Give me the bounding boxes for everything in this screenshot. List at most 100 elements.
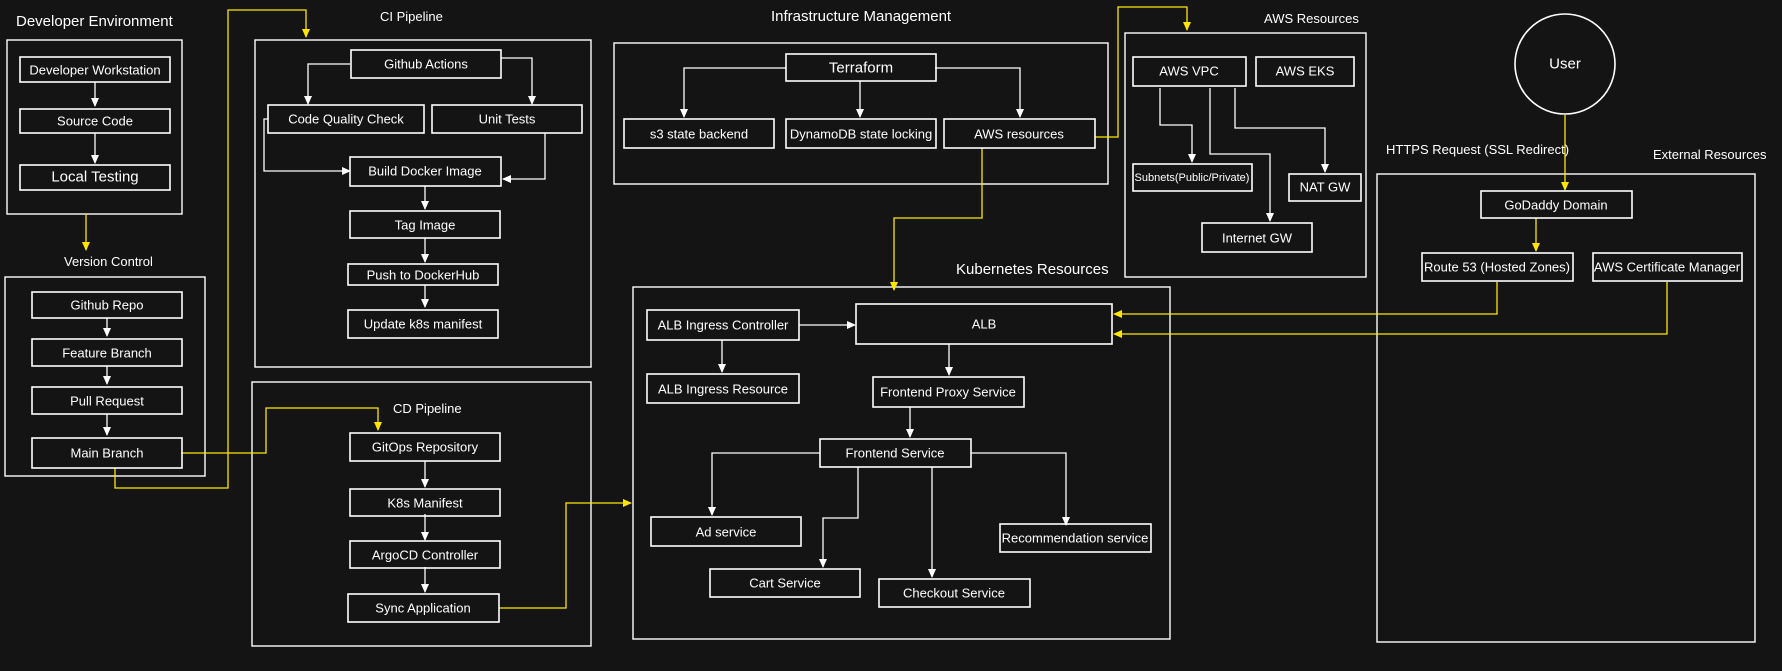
svg-text:Build Docker Image: Build Docker Image bbox=[368, 164, 481, 179]
svg-text:s3 state backend: s3 state backend bbox=[650, 127, 748, 142]
yellow-connectors bbox=[82, 6, 1668, 609]
node-internet-gw[interactable]: Internet GW bbox=[1201, 222, 1313, 253]
node-developer-workstation[interactable]: Developer Workstation bbox=[19, 56, 171, 83]
node-checkout-service[interactable]: Checkout Service bbox=[878, 578, 1031, 608]
svg-text:ALB Ingress Resource: ALB Ingress Resource bbox=[658, 382, 788, 397]
group-version-control: Version Control bbox=[4, 254, 206, 477]
svg-text:Terraform: Terraform bbox=[829, 60, 893, 77]
svg-text:GitOps Repository: GitOps Repository bbox=[372, 440, 479, 455]
node-argocd-controller[interactable]: ArgoCD Controller bbox=[349, 540, 501, 569]
node-gitops-repository[interactable]: GitOps Repository bbox=[349, 432, 501, 462]
svg-text:NAT GW: NAT GW bbox=[1300, 180, 1352, 195]
group-infrastructure-management: Infrastructure Management bbox=[613, 8, 1109, 185]
node-recommendation-service[interactable]: Recommendation service bbox=[999, 523, 1152, 553]
node-godaddy-domain[interactable]: GoDaddy Domain bbox=[1480, 190, 1633, 219]
node-nat-gw[interactable]: NAT GW bbox=[1288, 173, 1362, 202]
group-title-version-control: Version Control bbox=[64, 254, 153, 269]
svg-text:GoDaddy Domain: GoDaddy Domain bbox=[1504, 198, 1607, 213]
label-https-request: HTTPS Request (SSL Redirect) bbox=[1386, 142, 1569, 157]
svg-text:Route 53 (Hosted Zones): Route 53 (Hosted Zones) bbox=[1424, 260, 1570, 275]
node-route53[interactable]: Route 53 (Hosted Zones) bbox=[1421, 252, 1574, 282]
node-s3-state-backend[interactable]: s3 state backend bbox=[623, 118, 775, 149]
node-alb-ingress-resource[interactable]: ALB Ingress Resource bbox=[646, 373, 800, 404]
group-developer-environment: Developer Environment bbox=[6, 13, 183, 215]
group-external-resources: External Resources bbox=[1376, 147, 1767, 643]
node-alb[interactable]: ALB bbox=[855, 303, 1113, 345]
group-title-ci-pipeline: CI Pipeline bbox=[380, 9, 443, 24]
svg-text:Checkout Service: Checkout Service bbox=[903, 586, 1005, 601]
group-title-aws-resources: AWS Resources bbox=[1264, 11, 1359, 26]
node-cart-service[interactable]: Cart Service bbox=[709, 568, 861, 598]
node-terraform[interactable]: Terraform bbox=[785, 53, 937, 82]
node-alb-ingress-controller[interactable]: ALB Ingress Controller bbox=[646, 309, 800, 341]
svg-text:Code Quality Check: Code Quality Check bbox=[288, 112, 404, 127]
node-feature-branch[interactable]: Feature Branch bbox=[31, 338, 183, 367]
group-ci-pipeline: CI Pipeline bbox=[254, 9, 592, 368]
svg-text:Local Testing: Local Testing bbox=[51, 169, 138, 186]
svg-text:Feature Branch: Feature Branch bbox=[62, 346, 152, 361]
svg-text:ArgoCD Controller: ArgoCD Controller bbox=[372, 548, 479, 563]
group-title-developer-environment: Developer Environment bbox=[16, 13, 174, 30]
node-frontend-service[interactable]: Frontend Service bbox=[819, 438, 972, 468]
node-push-to-dockerhub[interactable]: Push to DockerHub bbox=[347, 263, 499, 286]
node-user[interactable]: User bbox=[1514, 13, 1616, 115]
svg-text:AWS EKS: AWS EKS bbox=[1276, 64, 1335, 79]
node-code-quality-check[interactable]: Code Quality Check bbox=[267, 104, 425, 134]
svg-text:Github Repo: Github Repo bbox=[71, 298, 144, 313]
node-github-repo[interactable]: Github Repo bbox=[31, 291, 183, 319]
svg-text:Recommendation service: Recommendation service bbox=[1002, 531, 1149, 546]
svg-text:Frontend Service: Frontend Service bbox=[846, 446, 945, 461]
svg-text:Update k8s manifest: Update k8s manifest bbox=[364, 317, 483, 332]
node-github-actions[interactable]: Github Actions bbox=[350, 49, 502, 79]
node-build-docker-image[interactable]: Build Docker Image bbox=[349, 156, 502, 187]
svg-text:User: User bbox=[1549, 56, 1581, 73]
svg-text:Internet GW: Internet GW bbox=[1222, 231, 1293, 246]
svg-text:Subnets(Public/Private): Subnets(Public/Private) bbox=[1135, 172, 1250, 184]
svg-text:AWS resources: AWS resources bbox=[974, 127, 1064, 142]
svg-text:Tag Image: Tag Image bbox=[395, 218, 456, 233]
node-update-k8s-manifest[interactable]: Update k8s manifest bbox=[347, 309, 499, 339]
group-title-kubernetes-resources: Kubernetes Resources bbox=[956, 261, 1109, 278]
node-local-testing[interactable]: Local Testing bbox=[19, 164, 171, 191]
svg-text:Source Code: Source Code bbox=[57, 114, 133, 129]
svg-text:K8s Manifest: K8s Manifest bbox=[387, 496, 463, 511]
node-tag-image[interactable]: Tag Image bbox=[349, 210, 501, 239]
node-aws-eks[interactable]: AWS EKS bbox=[1255, 56, 1355, 87]
node-frontend-proxy-service[interactable]: Frontend Proxy Service bbox=[872, 376, 1025, 408]
node-pull-request[interactable]: Pull Request bbox=[31, 386, 183, 415]
svg-text:AWS VPC: AWS VPC bbox=[1159, 64, 1218, 79]
svg-text:Push to DockerHub: Push to DockerHub bbox=[367, 268, 480, 283]
group-title-infrastructure-management: Infrastructure Management bbox=[771, 8, 952, 25]
node-subnets[interactable]: Subnets(Public/Private) bbox=[1132, 163, 1253, 192]
group-cd-pipeline: CD Pipeline bbox=[251, 381, 592, 647]
svg-text:Ad service: Ad service bbox=[696, 525, 757, 540]
group-title-external-resources: External Resources bbox=[1653, 147, 1767, 162]
node-k8s-manifest[interactable]: K8s Manifest bbox=[349, 488, 501, 517]
node-sync-application[interactable]: Sync Application bbox=[347, 593, 500, 623]
svg-text:Developer Workstation: Developer Workstation bbox=[29, 63, 160, 78]
node-ad-service[interactable]: Ad service bbox=[650, 516, 802, 547]
svg-text:DynamoDB state locking: DynamoDB state locking bbox=[790, 127, 932, 142]
svg-text:Cart Service: Cart Service bbox=[749, 576, 821, 591]
node-dynamodb-state-locking[interactable]: DynamoDB state locking bbox=[785, 118, 937, 149]
group-kubernetes-resources: Kubernetes Resources bbox=[632, 261, 1171, 640]
svg-text:Main Branch: Main Branch bbox=[71, 446, 144, 461]
group-title-cd-pipeline: CD Pipeline bbox=[393, 401, 462, 416]
svg-text:ALB Ingress Controller: ALB Ingress Controller bbox=[658, 318, 789, 333]
svg-text:Sync Application: Sync Application bbox=[375, 601, 470, 616]
svg-text:Pull Request: Pull Request bbox=[70, 394, 144, 409]
svg-text:Github Actions: Github Actions bbox=[384, 57, 468, 72]
node-source-code[interactable]: Source Code bbox=[19, 108, 171, 134]
group-aws-resources: AWS Resources bbox=[1124, 11, 1367, 278]
svg-text:Unit Tests: Unit Tests bbox=[479, 112, 536, 127]
white-connectors bbox=[91, 57, 1329, 593]
svg-text:AWS Certificate Manager: AWS Certificate Manager bbox=[1594, 260, 1741, 275]
node-aws-resources[interactable]: AWS resources bbox=[943, 118, 1096, 149]
node-aws-certificate-manager[interactable]: AWS Certificate Manager bbox=[1592, 252, 1743, 282]
node-aws-vpc[interactable]: AWS VPC bbox=[1132, 56, 1247, 87]
node-unit-tests[interactable]: Unit Tests bbox=[431, 104, 583, 134]
node-main-branch[interactable]: Main Branch bbox=[31, 437, 183, 469]
svg-text:ALB: ALB bbox=[972, 317, 997, 332]
svg-text:Frontend Proxy Service: Frontend Proxy Service bbox=[880, 385, 1016, 400]
